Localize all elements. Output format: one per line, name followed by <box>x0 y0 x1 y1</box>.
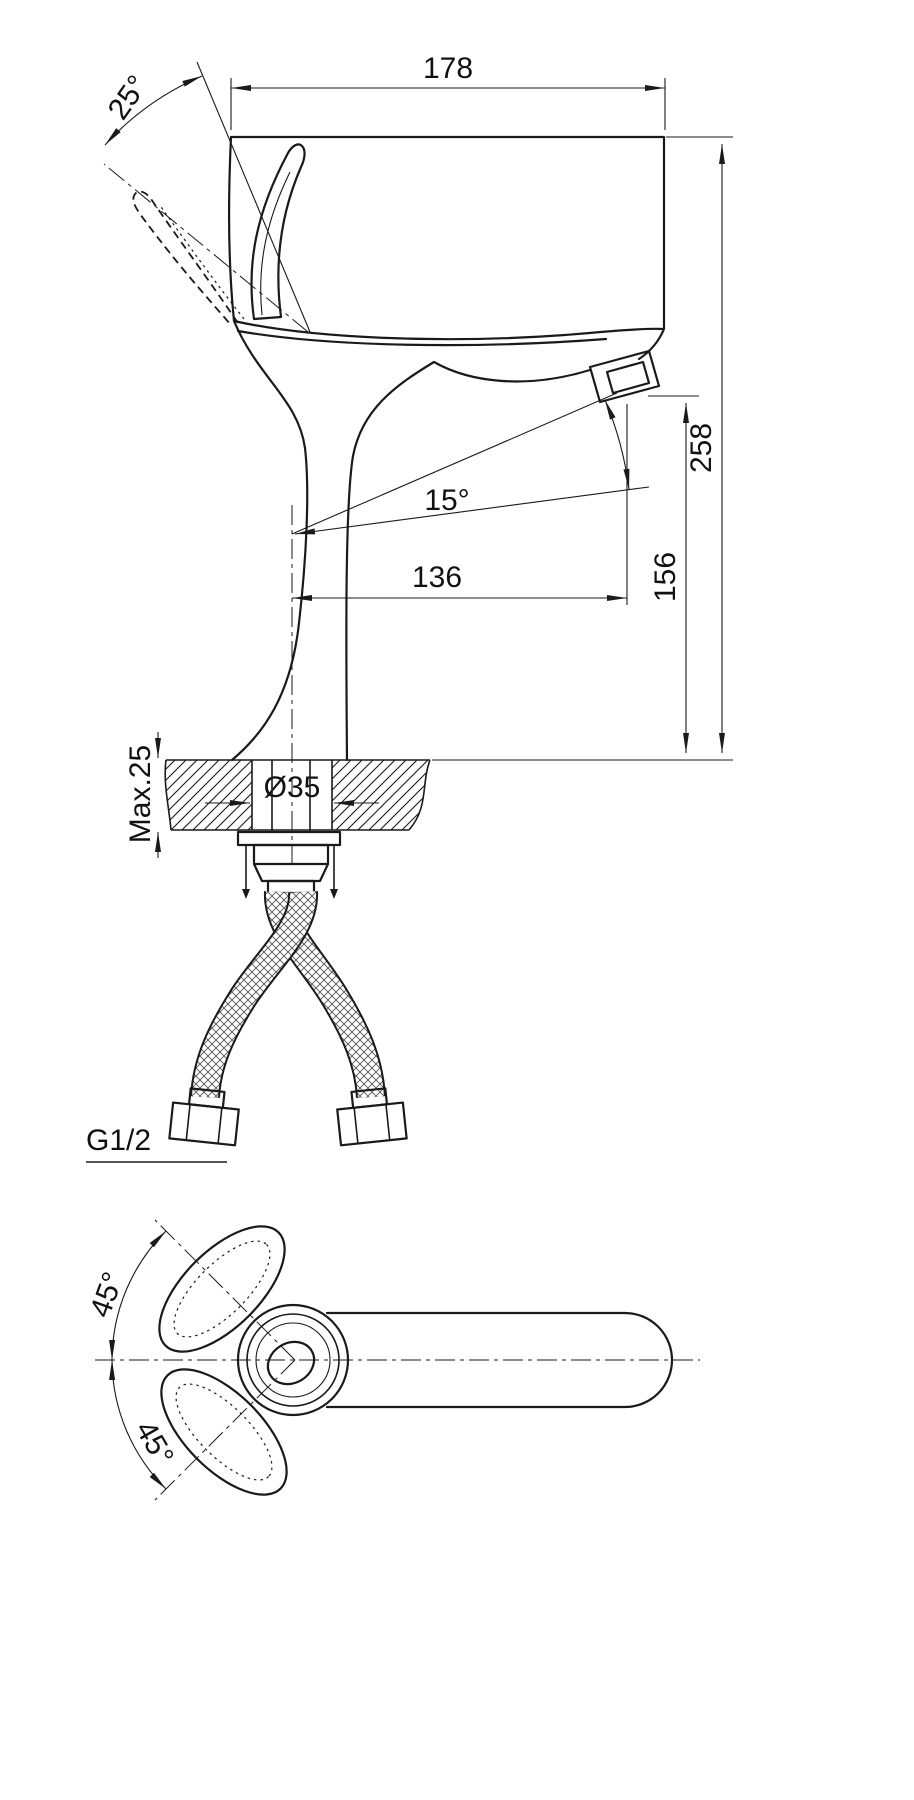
angle-15-label: 15° <box>424 484 469 517</box>
dimension-258: 258 <box>685 144 725 753</box>
dimension-136: 136 <box>292 561 627 601</box>
hole-diameter-label: Ø35 <box>264 771 321 804</box>
extension-lines <box>230 78 733 761</box>
max-thickness-label: Max.25 <box>124 745 157 843</box>
handle-lobe-lower <box>160 1368 288 1496</box>
dimension-hole-diameter: Ø35 <box>205 771 379 806</box>
handle-dashed-position <box>132 190 239 326</box>
dimension-178-label: 178 <box>423 52 473 85</box>
mounting-washer <box>236 830 342 847</box>
fitting-right-nut <box>336 1101 408 1147</box>
faucet-body-outline <box>227 135 666 762</box>
handle-dashed-inner <box>158 203 245 320</box>
dimension-156: 156 <box>649 403 689 753</box>
fitting-left-nut <box>168 1101 240 1147</box>
angle-25-label: 25° <box>102 70 155 126</box>
counter-hatch-left <box>165 760 252 830</box>
angle-25-arc <box>104 75 203 146</box>
angle-45-lower-arc <box>109 1359 167 1490</box>
counter-outline <box>164 759 431 831</box>
top-view-centerlines <box>95 1219 700 1501</box>
handle-solid <box>250 143 306 321</box>
shank-lines <box>271 760 311 832</box>
handle-base-circles <box>236 1303 350 1417</box>
hose-fitting-right <box>336 1087 408 1147</box>
dimension-258-label: 258 <box>685 423 718 473</box>
hose-connector <box>266 879 316 895</box>
handle-lobe-lower-outline <box>160 1368 288 1496</box>
thread-label: G1/2 <box>86 1124 151 1157</box>
handle-lobe-upper-outline <box>158 1225 286 1353</box>
mounting-studs <box>245 845 335 889</box>
top-view: 45° 45° <box>84 1219 700 1501</box>
handle-lobe-upper <box>158 1225 286 1353</box>
handle-stub-plan <box>266 1340 316 1386</box>
dimension-136-label: 136 <box>412 561 462 594</box>
angle-15-arc <box>604 399 630 490</box>
spout-body-plan <box>325 1311 674 1409</box>
angle-15-ray-horizontal <box>294 486 650 535</box>
handle-lobe-lower-inner <box>175 1383 273 1481</box>
supply-hoses <box>168 891 408 1147</box>
counter-hatch-right <box>332 760 430 830</box>
angle-15: 15° <box>291 392 650 535</box>
hose-fitting-left <box>168 1087 240 1147</box>
handle-lobe-upper-inner <box>173 1240 271 1338</box>
angle-45-upper-label: 45° <box>84 1268 131 1322</box>
dimension-max-thickness: Max.25 <box>124 732 161 858</box>
angle-45-lower-label: 45° <box>129 1415 180 1471</box>
angle-15-ray-to-outlet <box>291 392 618 535</box>
mounting-hardware <box>236 760 342 899</box>
angle-45-lower: 45° <box>109 1359 180 1490</box>
side-view: 178 25° 258 156 <box>86 52 733 1163</box>
angle-45-upper: 45° <box>84 1230 167 1361</box>
thread-callout: G1/2 <box>86 1124 227 1163</box>
angle-45-upper-arc <box>109 1230 167 1361</box>
handle-inner-line <box>260 171 291 316</box>
spout-outlet <box>588 349 661 404</box>
fitting-left-facets <box>185 1104 223 1144</box>
mounting-nut <box>252 843 330 883</box>
hose-right-braid <box>192 891 316 1099</box>
handle-base-outer-circle <box>236 1303 350 1417</box>
angle-25-ray-dashed <box>103 163 309 333</box>
handle-base-middle-circle <box>246 1313 340 1407</box>
handle-base-inner-circle <box>255 1322 331 1398</box>
dimension-156-label: 156 <box>649 552 682 602</box>
dimension-178: 178 <box>231 52 665 91</box>
counter-section <box>164 759 431 831</box>
fitting-right-facets <box>353 1104 391 1144</box>
angle-25-ray-solid <box>196 61 311 333</box>
